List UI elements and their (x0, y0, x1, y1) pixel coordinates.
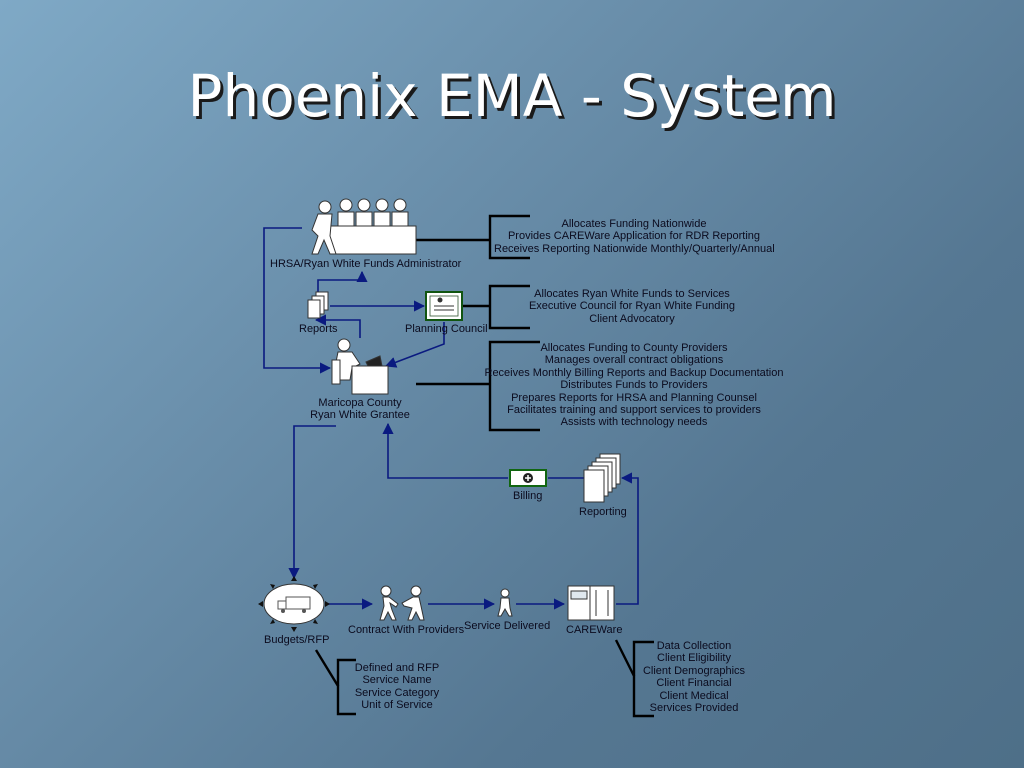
careware-label: CAREWare (566, 624, 623, 636)
careware-computer-icon (567, 585, 615, 621)
reports-to-hrsa-arrow (317, 270, 368, 294)
list-item: Services Provided (649, 702, 739, 715)
handshake-icon (379, 585, 425, 621)
list-item: Client Financial (656, 677, 732, 690)
hrsa-label: HRSA/Ryan White Funds Administrator (270, 258, 462, 270)
list-item: Prepares Reports for HRSA and Planning C… (511, 391, 757, 404)
list-item: Service Category (354, 686, 440, 699)
list-item: Allocates Ryan White Funds to Services (534, 288, 730, 300)
contract-label: Contract With Providers (348, 624, 465, 636)
budgets-label: Budgets/RFP (264, 634, 330, 646)
reporting-label: Reporting (579, 506, 627, 518)
grantee-duties-list: Allocates Funding to County Providers Ma… (484, 342, 784, 429)
list-item: Receives Monthly Billing Reports and Bac… (484, 366, 784, 379)
list-item: Unit of Service (361, 699, 433, 712)
list-item: Client Eligibility (657, 652, 731, 665)
grantee-label-line2: Ryan White Grantee (310, 409, 410, 422)
council-to-grantee-arrow (384, 322, 445, 368)
careware-to-reporting-arrow (616, 472, 639, 605)
billing-label: Billing (513, 490, 543, 502)
reporting-icon (583, 453, 621, 503)
council-duties-list: Allocates Ryan White Funds to Services E… (494, 288, 770, 325)
list-item: Defined and RFP (354, 662, 440, 674)
slide-title: Phoenix EMA - System (187, 62, 837, 130)
service-delivered-label: Service Delivered (464, 620, 551, 632)
service-person-icon (497, 588, 513, 617)
grantee-to-reports-arrow (314, 314, 361, 338)
board-meeting-icon (311, 198, 417, 255)
list-item: Executive Council for Ryan White Funding (528, 300, 736, 313)
budgets-bracket (314, 649, 356, 716)
list-item: Client Medical (659, 689, 729, 702)
grantee-label: Maricopa County Ryan White Grantee (300, 397, 420, 422)
careware-items-list: Data Collection Client Eligibility Clien… (640, 640, 748, 714)
billing-to-grantee-arrow (382, 422, 508, 479)
budgets-bracket-top (336, 658, 356, 686)
list-item: Client Demographics (642, 664, 746, 677)
connector-lines (263, 227, 639, 610)
list-item: Facilitates training and support service… (507, 404, 761, 417)
list-item: Allocates Funding to County Providers (540, 342, 728, 354)
hrsa-duties-list: Allocates Funding Nationwide Provides CA… (494, 218, 775, 255)
reports-icon (307, 291, 329, 319)
budget-items-list: Defined and RFP Service Name Service Cat… (344, 662, 450, 712)
list-item: Provides CAREWare Application for RDR Re… (507, 230, 761, 243)
list-item: Manages overall contract obligations (544, 354, 724, 367)
list-item: Client Advocatory (589, 312, 675, 325)
careware-bracket (614, 639, 654, 718)
list-item: Data Collection (656, 640, 732, 652)
council-bracket (488, 284, 530, 330)
list-item: Receives Reporting Nationwide Monthly/Qu… (494, 242, 775, 255)
reports-label: Reports (299, 323, 338, 335)
hrsa-bracket (488, 214, 530, 260)
grantee-desk-icon (331, 338, 389, 395)
grantee-bracket (488, 340, 540, 432)
list-item: Service Name (362, 674, 432, 687)
brackets (314, 214, 654, 718)
grantee-label-line1: Maricopa County (318, 397, 402, 409)
billing-icon (509, 469, 547, 487)
list-item: Allocates Funding Nationwide (561, 218, 707, 230)
hrsa-to-grantee-arrow (263, 227, 332, 374)
planning-council-icon (425, 291, 463, 321)
budgets-truck-icon (258, 576, 330, 632)
list-item: Distributes Funds to Providers (560, 379, 708, 392)
planning-council-label: Planning Council (405, 323, 488, 335)
careware-bracket-top (632, 640, 654, 676)
grantee-to-budgets-arrow (288, 425, 336, 580)
list-item: Assists with technology needs (560, 416, 708, 429)
